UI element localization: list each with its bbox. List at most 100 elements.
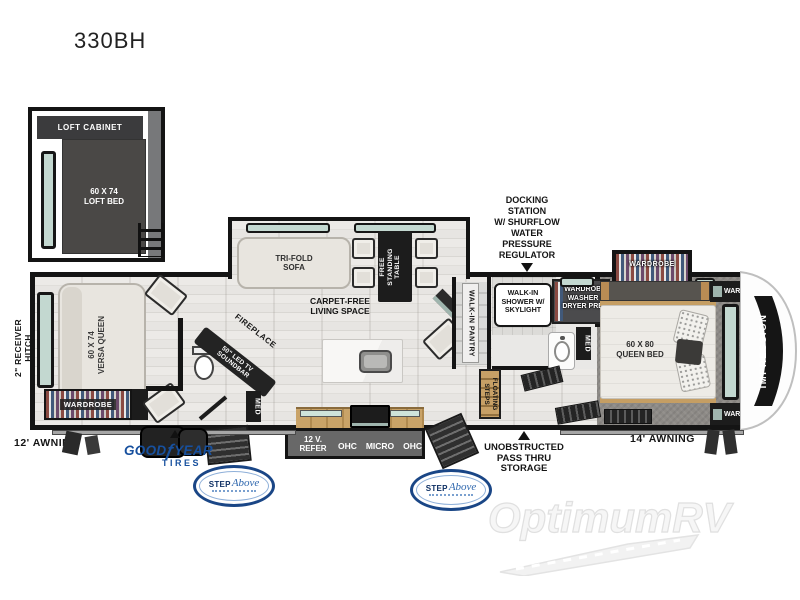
tri-fold-sofa-label: SOFA — [283, 263, 305, 272]
impression-band — [754, 296, 783, 406]
awning-right-label: 14' AWNING — [630, 433, 695, 445]
carpet-free-label: CARPET-FREE LIVING SPACE — [296, 296, 384, 316]
docking-line: REGULATOR — [498, 250, 556, 260]
stove-icon — [350, 405, 390, 428]
step-above-ring — [416, 475, 486, 505]
table-label-line: TABLE — [394, 255, 402, 279]
storage-line: STORAGE — [500, 463, 548, 474]
sink-bowl — [364, 355, 387, 368]
bath-sink-basin — [554, 341, 570, 362]
refer-line: 12 V. — [304, 435, 322, 444]
shower-label-box: WALK-IN SHOWER W/ SKYLIGHT — [494, 283, 552, 327]
docking-line: DOCKING — [505, 195, 549, 205]
dinette-chair — [352, 267, 375, 288]
loft-bed-label: LOFT BED — [84, 196, 124, 206]
pantry-label: WALK-IN PANTRY — [467, 290, 475, 357]
ward-label: WARD — [724, 288, 746, 295]
ward-cabinet: WARD — [710, 403, 746, 425]
ohc-micro-row: OHC MICRO OHC — [338, 441, 422, 451]
landing-gear — [704, 429, 720, 455]
washer-line: WASHER / — [567, 294, 603, 302]
rear-wardrobe-label: WARDROBE — [59, 399, 117, 410]
versa-queen-label: 60 X 74 VERSA QUEEN — [87, 285, 113, 405]
versa-queen-line: VERSA QUEEN — [97, 316, 106, 374]
front-cap — [740, 270, 798, 432]
pass-thru-storage-note: UNOBSTRUCTED PASS THRU STORAGE — [476, 442, 572, 475]
ohc-right-label: OHC — [403, 441, 422, 451]
steps-line: FLOATING — [491, 377, 498, 411]
bedroom-wardrobe-slideout: WARDROBE — [612, 250, 692, 282]
step-above-ring — [199, 471, 269, 501]
washer-label: WARDROBE WASHER / DRYER PREP — [562, 286, 608, 312]
rear-window — [37, 292, 54, 388]
storage-line: UNOBSTRUCTED — [484, 442, 564, 453]
arrow-up-icon — [518, 431, 530, 440]
floating-steps — [479, 369, 501, 419]
carpet-free-line: CARPET-FREE — [310, 296, 370, 306]
stabilizer-jack — [61, 430, 83, 456]
med-cabinet-label: MED — [583, 334, 591, 353]
carpet-free-line: LIVING SPACE — [310, 305, 370, 316]
goodyear-word: GOOD — [124, 443, 167, 458]
loft-bed-label: 60 X 74 — [90, 186, 118, 196]
receiver-hitch-label: 2" RECEIVER HITCH — [13, 319, 33, 377]
refer-line: REFER — [299, 444, 327, 453]
pantry-wall — [487, 277, 491, 369]
washer-clothes-strip — [555, 282, 563, 321]
shower-line: SKYLIGHT — [504, 305, 542, 314]
pantry-band — [462, 283, 479, 363]
interior-wall — [178, 318, 183, 390]
storage-line: PASS THRU — [496, 452, 552, 464]
throw-pillow — [674, 338, 704, 366]
loft-bed: 60 X 74 LOFT BED — [62, 139, 146, 254]
tri-fold-sofa: TRI-FOLD SOFA — [237, 237, 351, 289]
impression-brand-label: IMPRESSION — [758, 313, 769, 389]
table-label-line: STANDING — [386, 248, 394, 286]
shower-line: WALK-IN — [507, 288, 539, 297]
loft-cabinet-label: LOFT CABINET — [37, 116, 143, 139]
bed-line: 60 X 80 — [626, 340, 654, 349]
countertop-strip — [390, 410, 420, 417]
tri-fold-sofa-label: TRI-FOLD — [275, 254, 313, 263]
dinette-chair — [415, 267, 438, 288]
goodyear-word: YEAR — [174, 443, 213, 458]
goodyear-tires-label: TIRES — [162, 458, 202, 468]
queen-bed-label: 60 X 80 QUEEN BED — [608, 340, 672, 359]
bedroom-front-window — [722, 304, 739, 400]
dresser-wood-post — [701, 282, 709, 300]
free-standing-table-label: FREE STANDING TABLE — [379, 232, 411, 302]
bed-rail — [600, 301, 716, 306]
bed-rail — [600, 398, 716, 403]
bedroom-dresser — [600, 281, 710, 301]
ward-cabinet: WARD — [710, 281, 746, 302]
bed-line: QUEEN BED — [616, 349, 664, 359]
ward-label: WARD — [724, 410, 746, 418]
bedroom-wardrobe-label: WARDROBE — [629, 261, 675, 268]
versa-queen-sofa — [58, 283, 146, 407]
watermark-road-icon — [499, 534, 700, 576]
loft-ladder-icon — [138, 223, 164, 257]
micro-label: MICRO — [365, 441, 395, 451]
shower-line: SHOWER W/ — [501, 296, 545, 306]
kitchen-lower-galley: 12 V. REFER OHC MICRO OHC — [285, 428, 425, 459]
arrow-down-icon — [521, 263, 533, 272]
faucet-icon — [560, 336, 565, 340]
docking-line: PRESSURE — [502, 239, 552, 249]
step-above-logo: STEP Above — [410, 469, 492, 511]
awning-rail — [560, 430, 744, 435]
sofa-back-cushion — [62, 287, 82, 403]
bath-wall — [492, 366, 564, 370]
table-label-line: FREE — [379, 257, 386, 277]
bedroom-window — [560, 277, 594, 287]
ward-screen — [713, 408, 722, 420]
bath-vanity — [548, 332, 575, 370]
dinette-chair — [352, 238, 375, 259]
stabilizer-jack — [84, 435, 101, 455]
docking-line: W/ SHURFLOW — [494, 217, 560, 227]
washer-line: DRYER PREP — [562, 303, 608, 310]
dinette-chair — [415, 238, 438, 259]
rear-cabinet — [132, 389, 148, 420]
toilet-icon — [194, 355, 214, 380]
